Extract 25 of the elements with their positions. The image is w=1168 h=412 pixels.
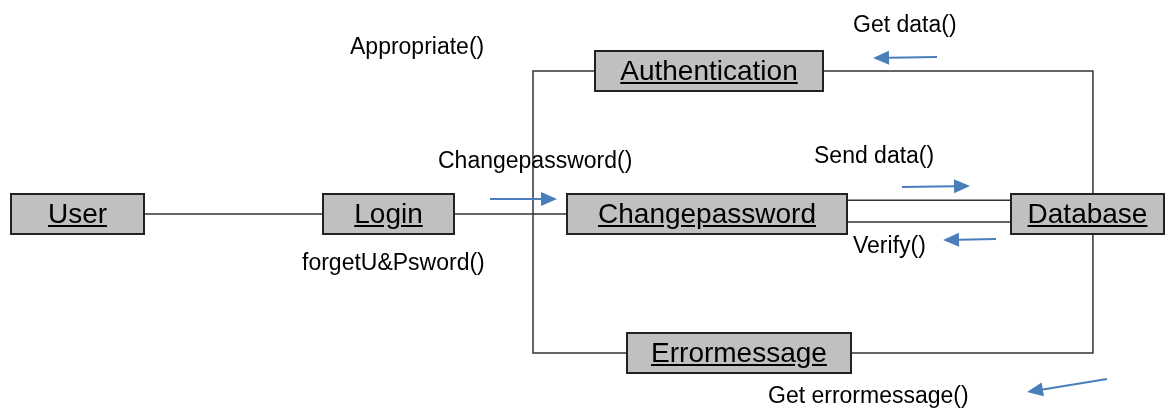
connector-line: [823, 70, 1094, 194]
connector-line: [454, 213, 567, 215]
object-name: Authentication: [620, 55, 798, 87]
connector-line: [532, 70, 627, 354]
object-box: [322, 193, 455, 235]
object-name: Changepassword: [598, 198, 816, 230]
message-label: Get errormessage(): [768, 381, 969, 409]
connector-line: [847, 199, 1011, 201]
message-label: forgetU&Psword(): [302, 248, 485, 276]
object-box: [594, 50, 824, 92]
message-label: Get data(): [853, 10, 957, 38]
message-label: Verify(): [853, 231, 926, 259]
message-label: Appropriate(): [350, 32, 485, 60]
connector-line: [847, 221, 1011, 223]
object-box: [566, 193, 848, 235]
connector-line: [851, 234, 1094, 354]
object-name: User: [47, 198, 108, 230]
object-name: Errormessage: [651, 337, 827, 369]
message-label: Send data(): [814, 141, 935, 169]
object-name: Database: [1027, 198, 1148, 230]
object-box: [10, 193, 145, 235]
object-box: [626, 332, 852, 374]
connector-line: [144, 213, 323, 215]
object-box: [1010, 193, 1165, 235]
object-name: Login: [354, 198, 423, 230]
